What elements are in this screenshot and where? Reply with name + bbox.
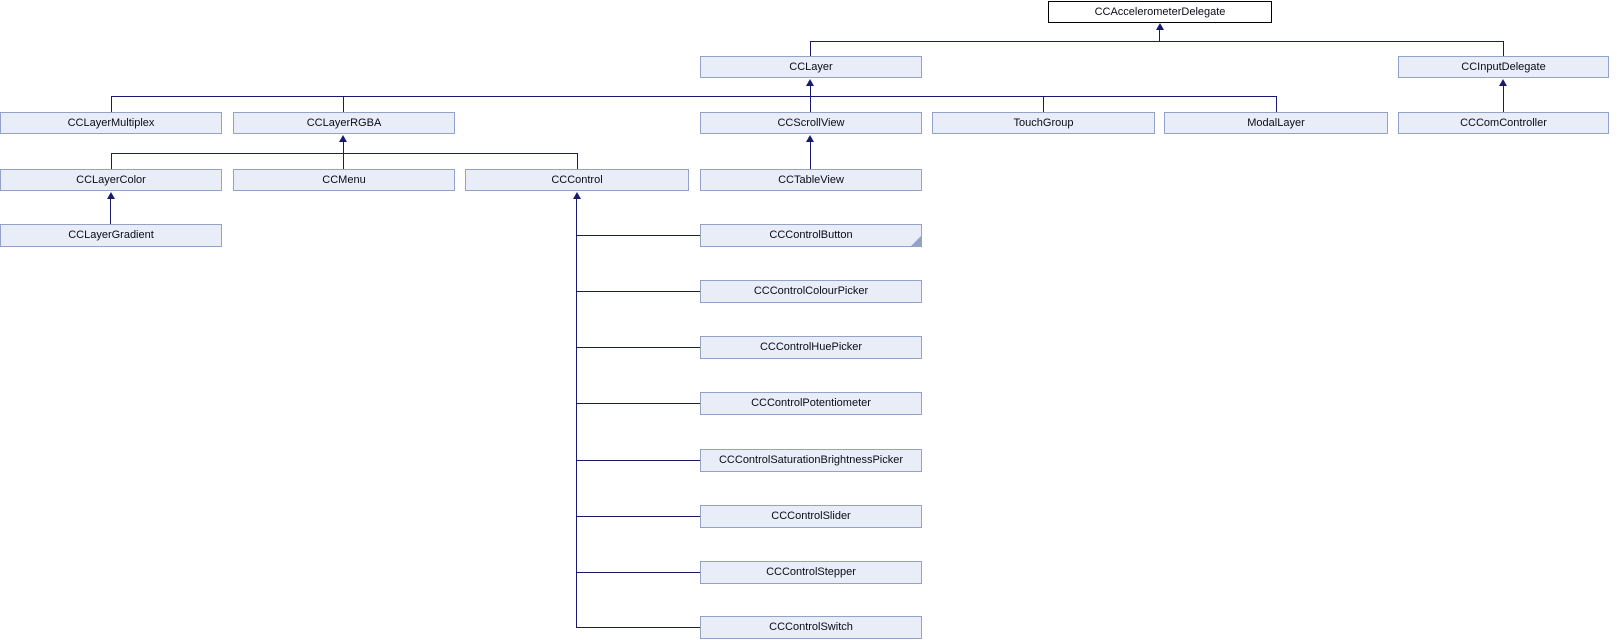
node-cclayercolor[interactable]: CCLayerColor bbox=[0, 169, 222, 191]
arrowhead-to-cccontrol bbox=[573, 192, 581, 199]
node-cclayer[interactable]: CCLayer bbox=[700, 56, 922, 78]
node-modallayer[interactable]: ModalLayer bbox=[1164, 112, 1388, 134]
arrowhead-to-ccinputdelegate bbox=[1499, 79, 1507, 86]
edge-line-cccontrolstepper bbox=[577, 572, 700, 573]
edge-line-cctableview bbox=[810, 142, 811, 169]
node-ccmenu[interactable]: CCMenu bbox=[233, 169, 455, 191]
edge-line-cccontrolhuepicker bbox=[577, 347, 700, 348]
node-cccomcontroller[interactable]: CCComController bbox=[1398, 112, 1609, 134]
edge-line-cccontrol bbox=[577, 153, 578, 169]
edge-line-cccontrolcolourpicker bbox=[577, 291, 700, 292]
node-ccaccelerometerdelegate[interactable]: CCAccelerometerDelegate bbox=[1048, 1, 1272, 23]
edge-bus-ccaccelerometerdelegate-children bbox=[811, 41, 1504, 42]
node-cccontrol[interactable]: CCControl bbox=[465, 169, 689, 191]
node-ccinputdelegate[interactable]: CCInputDelegate bbox=[1398, 56, 1609, 78]
edge-line-cccontrolpotentiometer bbox=[577, 403, 700, 404]
node-cccontrolslider[interactable]: CCControlSlider bbox=[700, 505, 922, 528]
edge-line-cclayerrgba bbox=[343, 96, 344, 112]
node-cclayermultiplex[interactable]: CCLayerMultiplex bbox=[0, 112, 222, 134]
edge-line-cccontrolsaturationbrightnesspicker bbox=[577, 460, 700, 461]
node-cclayergradient[interactable]: CCLayerGradient bbox=[0, 224, 222, 247]
node-cctableview[interactable]: CCTableView bbox=[700, 169, 922, 191]
node-cccontrolstepper[interactable]: CCControlStepper bbox=[700, 561, 922, 584]
node-ccscrollview[interactable]: CCScrollView bbox=[700, 112, 922, 134]
edge-line bbox=[343, 142, 344, 153]
node-cccontrolcolourpicker[interactable]: CCControlColourPicker bbox=[700, 280, 922, 303]
node-cccontrolbutton[interactable]: CCControlButton bbox=[700, 224, 922, 247]
edge-line bbox=[810, 86, 811, 112]
edge-line-cclayergradient bbox=[110, 199, 111, 224]
edge-spine-cccontrol-children bbox=[576, 199, 577, 628]
arrowhead-to-ccscrollview bbox=[806, 135, 814, 142]
edge-line-ccinputdelegate bbox=[1503, 41, 1504, 56]
node-cclayerrgba[interactable]: CCLayerRGBA bbox=[233, 112, 455, 134]
edge-line-touchgroup bbox=[1043, 96, 1044, 112]
edge-bus-cclayerrgba-children bbox=[111, 153, 578, 154]
edge-bus-cclayer-children bbox=[111, 96, 1277, 97]
node-cccontrolsaturationbrightnesspicker[interactable]: CCControlSaturationBrightnessPicker bbox=[700, 449, 922, 472]
edge-line-cccontrolswitch bbox=[577, 627, 700, 628]
edge-line-cclayercolor bbox=[111, 153, 112, 169]
node-touchgroup[interactable]: TouchGroup bbox=[932, 112, 1155, 134]
edge-line-cccontrolbutton bbox=[577, 235, 700, 236]
edge-line-cccontrolslider bbox=[577, 516, 700, 517]
edge-line-cclayermultiplex bbox=[111, 96, 112, 112]
arrowhead-to-cclayer bbox=[806, 79, 814, 86]
edge-line-cclayer bbox=[810, 41, 811, 56]
edge-line-cccomcontroller bbox=[1503, 86, 1504, 112]
node-cccontrolpotentiometer[interactable]: CCControlPotentiometer bbox=[700, 392, 922, 415]
truncated-corner-icon bbox=[911, 236, 921, 246]
edge-line bbox=[1159, 30, 1160, 41]
node-cccontrolbutton-label: CCControlButton bbox=[769, 229, 853, 241]
arrowhead-to-cclayercolor bbox=[107, 192, 115, 199]
edge-line-modallayer bbox=[1276, 96, 1277, 112]
arrowhead-to-cclayerrgba bbox=[339, 135, 347, 142]
node-cccontrolswitch[interactable]: CCControlSwitch bbox=[700, 616, 922, 639]
node-cccontrolhuepicker[interactable]: CCControlHuePicker bbox=[700, 336, 922, 359]
edge-line-ccmenu bbox=[343, 153, 344, 169]
arrowhead-to-ccaccelerometerdelegate bbox=[1156, 23, 1164, 30]
